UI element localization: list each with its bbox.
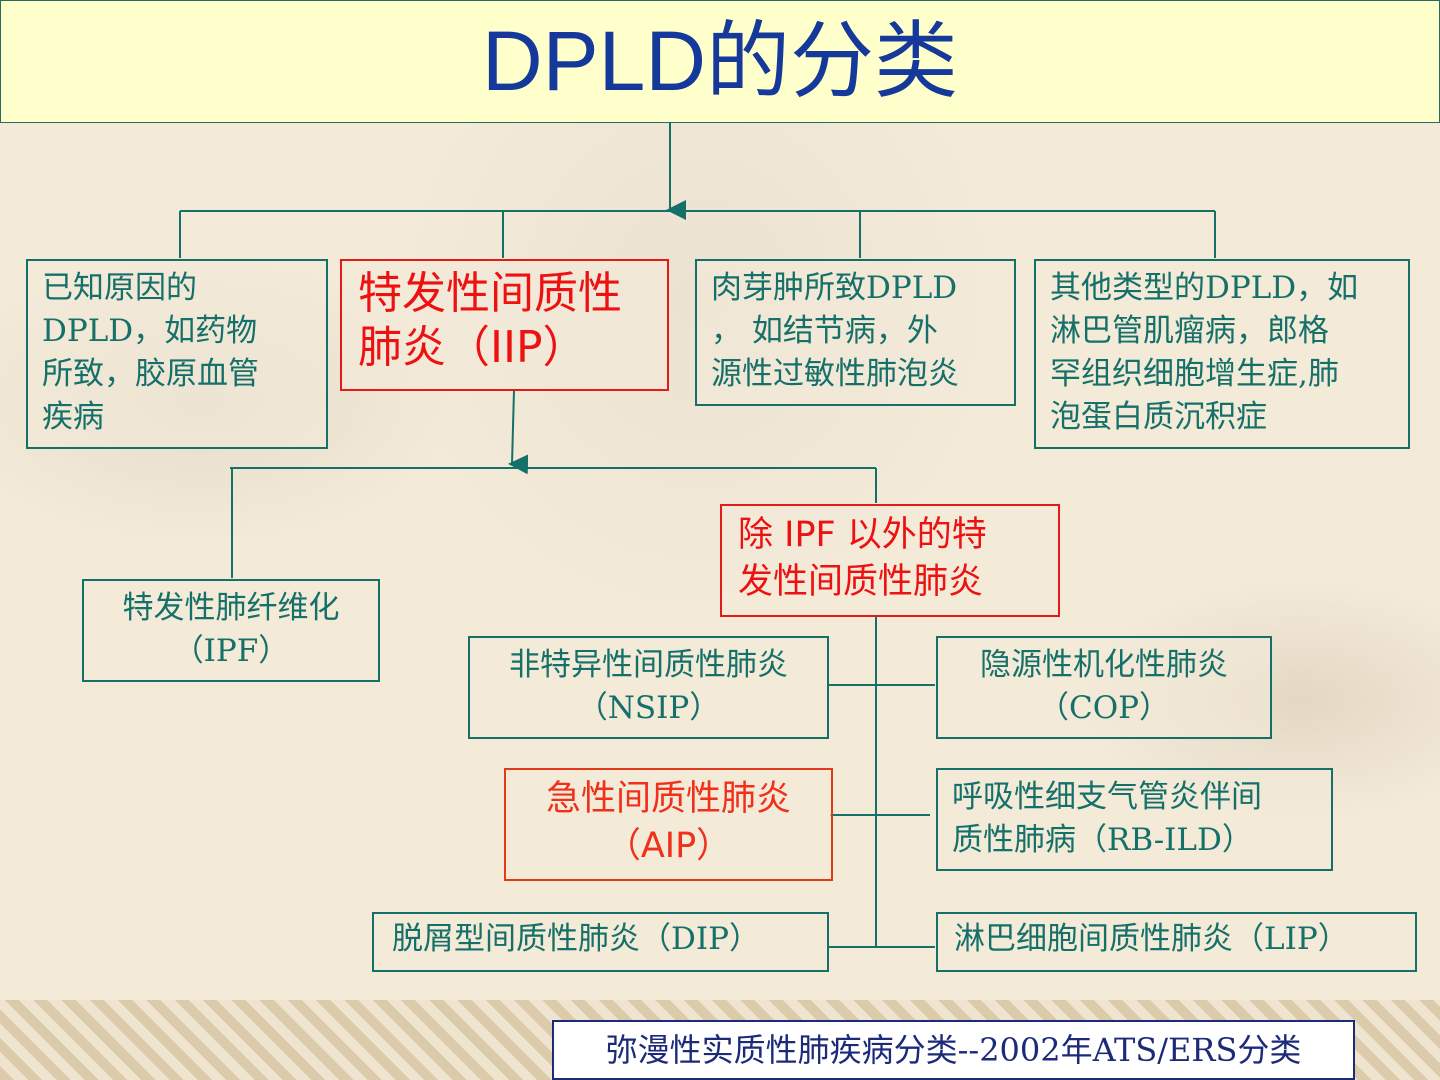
lip-box: 淋巴细胞间质性肺炎（LIP） <box>936 912 1417 972</box>
box-line: 急性间质性肺炎 <box>545 779 791 819</box>
box-line: 质性肺病（RB-ILD） <box>952 822 1253 858</box>
box-line: 发性间质性肺炎 <box>738 562 984 602</box>
dip-box: 脱屑型间质性肺炎（DIP） <box>372 912 829 972</box>
caption-text: 弥漫性实质性肺疾病分类--2002年ATS/ERS分类 <box>605 1031 1302 1069</box>
box-line: 除 IPF 以外的特 <box>738 515 987 555</box>
box-line: （AIP） <box>605 826 732 866</box>
granulomatous-dpld-box: 肉芽肿所致DPLD ， 如结节病，外 源性过敏性肺泡炎 <box>695 259 1016 406</box>
ipf-box: 特发性肺纤维化 （IPF） <box>82 579 380 682</box>
iip-box: 特发性间质性 肺炎（IIP） <box>340 259 669 391</box>
box-line: 特发性间质性 <box>358 268 622 319</box>
nsip-box: 非特异性间质性肺炎 （NSIP） <box>468 636 829 739</box>
caption-box: 弥漫性实质性肺疾病分类--2002年ATS/ERS分类 <box>552 1020 1355 1080</box>
non-ipf-iip-box: 除 IPF 以外的特 发性间质性肺炎 <box>720 504 1060 617</box>
box-line: 隐源性机化性肺炎 <box>980 647 1228 683</box>
box-line: 淋巴管肌瘤病，郎格 <box>1050 313 1329 349</box>
box-line: 呼吸性细支气管炎伴间 <box>952 779 1262 815</box>
rb-ild-box: 呼吸性细支气管炎伴间 质性肺病（RB-ILD） <box>936 768 1333 871</box>
box-line: （COP） <box>1038 690 1170 726</box>
box-line: 源性过敏性肺泡炎 <box>711 356 959 392</box>
aip-box: 急性间质性肺炎 （AIP） <box>504 768 833 881</box>
box-line: 疾病 <box>42 399 104 435</box>
box-line: 淋巴细胞间质性肺炎（LIP） <box>954 921 1349 957</box>
other-dpld-box: 其他类型的DPLD，如 淋巴管肌瘤病，郎格 罕组织细胞增生症,肺 泡蛋白质沉积症 <box>1034 259 1410 449</box>
page-title: DPLD的分类 <box>481 14 959 108</box>
box-line: ， 如结节病，外 <box>711 313 938 349</box>
box-line: 罕组织细胞增生症,肺 <box>1050 356 1339 392</box>
box-line: （IPF） <box>172 633 290 669</box>
box-line: （NSIP） <box>576 690 721 726</box>
box-line: 泡蛋白质沉积症 <box>1050 399 1267 435</box>
box-line: 特发性肺纤维化 <box>122 590 340 626</box>
cop-box: 隐源性机化性肺炎 （COP） <box>936 636 1272 739</box>
box-line: 脱屑型间质性肺炎（DIP） <box>392 921 760 957</box>
box-line: 肉芽肿所致DPLD <box>711 270 958 306</box>
box-line: 已知原因的 <box>42 270 197 306</box>
box-line: 所致，胶原血管 <box>42 356 259 392</box>
box-line: DPLD，如药物 <box>42 313 258 349</box>
known-cause-dpld-box: 已知原因的 DPLD，如药物 所致，胶原血管 疾病 <box>26 259 328 449</box>
box-line: 其他类型的DPLD，如 <box>1050 270 1359 306</box>
box-line: 非特异性间质性肺炎 <box>509 647 788 683</box>
box-line: 肺炎（IIP） <box>358 322 587 373</box>
